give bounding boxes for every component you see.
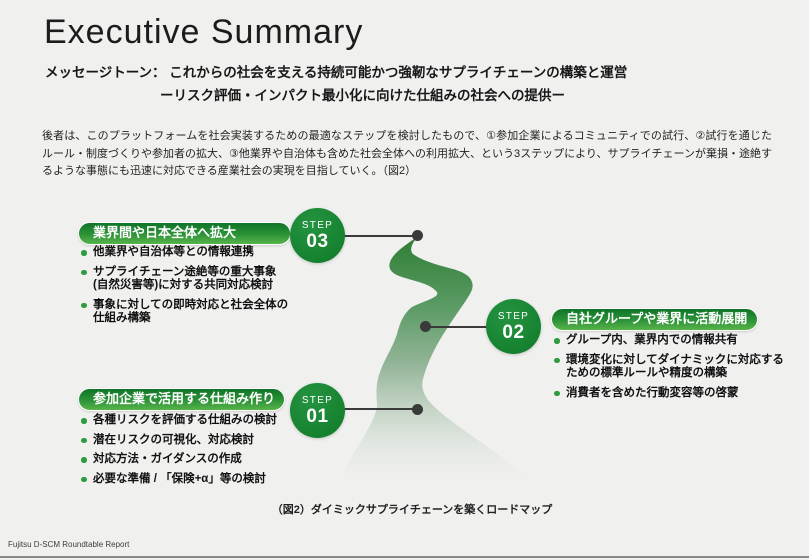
step-03-badge: STEP 03 [290, 208, 345, 263]
message-tone-line1: メッセージトーン： これからの社会を支える持続可能かつ強靭なサプライチェーンの構… [45, 65, 628, 80]
step-01-header: 参加企業で活用する仕組み作り [78, 388, 285, 411]
step-02-badge-number: 02 [502, 321, 525, 343]
step-03-header: 業界間や日本全体へ拡大 [78, 222, 291, 245]
page-title: Executive Summary [44, 13, 364, 51]
step-02-bullets: グループ内、業界内での情報共有 環境変化に対してダイナミックに対応する ための標… [553, 334, 805, 406]
step-03-badge-label: STEP [301, 219, 334, 231]
bullet-item: 各種リスクを評価する仕組みの検討 [80, 414, 328, 428]
road-shape [342, 236, 532, 486]
message-tone: メッセージトーン： これからの社会を支える持続可能かつ強靭なサプライチェーンの構… [45, 61, 627, 107]
bullet-item: 潜在リスクの可視化、対応検討 [80, 434, 328, 448]
step-03-badge-number: 03 [306, 230, 329, 252]
figure-caption: （図2）ダイミックサプライチェーンを築くロードマップ [271, 504, 553, 516]
step-01-badge: STEP 01 [290, 383, 345, 438]
footer-rule [0, 556, 809, 558]
step-02-badge: STEP 02 [486, 299, 541, 354]
bullet-item: 対応方法・ガイダンスの作成 [80, 453, 328, 467]
step-01-badge-label: STEP [301, 394, 334, 406]
bullet-item: 他業界や自治体等との情報連携 [80, 246, 328, 260]
step-02-connector-dot [420, 321, 431, 332]
step-02-connector-line [426, 326, 488, 328]
bullet-item: 事象に対しての即時対応と社会全体の 仕組み構築 [80, 299, 328, 326]
step-03-bullets: 他業界や自治体等との情報連携 サプライチェーン途絶等の重大事象 (自然災害等)に… [80, 246, 328, 332]
step-02-header: 自社グループや業界に活動展開 [551, 308, 758, 331]
step-02-badge-label: STEP [497, 310, 530, 322]
message-tone-line2: ーリスク評価・インパクト最小化に向けた仕組みの社会への提供ー [160, 88, 565, 103]
bullet-item: グループ内、業界内での情報共有 [553, 334, 805, 348]
step-01-connector-line [343, 408, 417, 410]
step-01-badge-number: 01 [306, 405, 329, 427]
bullet-item: 消費者を含めた行動変容等の啓蒙 [553, 387, 805, 401]
step-03-connector-dot [412, 230, 423, 241]
footer-report-name: Fujitsu D-SCM Roundtable Report [8, 540, 130, 549]
bullet-item: 環境変化に対してダイナミックに対応する ための標準ルールや精度の構築 [553, 354, 805, 381]
step-01-bullets: 各種リスクを評価する仕組みの検討 潜在リスクの可視化、対応検討 対応方法・ガイダ… [80, 414, 328, 492]
body-paragraph: 後者は、このプラットフォームを社会実装するための最適なステップを検討したもので、… [42, 130, 772, 177]
bullet-item: サプライチェーン途絶等の重大事象 (自然災害等)に対する共同対応検討 [80, 266, 328, 293]
step-01-connector-dot [412, 404, 423, 415]
step-03-connector-line [343, 235, 418, 237]
bullet-item: 必要な準備 / 「保険+α」等の検討 [80, 473, 328, 487]
